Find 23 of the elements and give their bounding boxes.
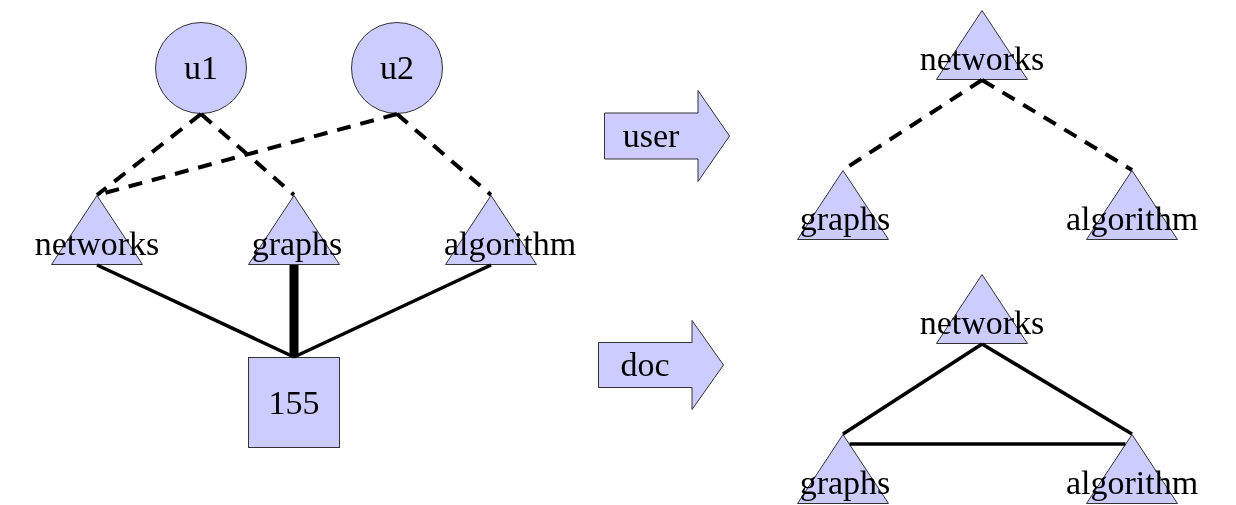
dashed-line	[95, 112, 203, 197]
node-label: networks	[919, 306, 1045, 340]
node-label: 155	[268, 385, 320, 420]
node-label: algorithm	[1065, 202, 1199, 236]
connector-line	[289, 265, 299, 357]
node-label: u2	[380, 51, 414, 85]
node-label: networks	[919, 42, 1045, 76]
dashed-line	[199, 112, 296, 197]
node-label: doc	[620, 348, 670, 382]
dashed-line	[980, 78, 1134, 172]
node-label: graphs	[799, 466, 891, 500]
connector-line	[842, 342, 983, 436]
dashed-line	[395, 112, 493, 197]
connector-line	[849, 442, 1126, 446]
node-label: algorithm	[1065, 466, 1199, 500]
node-label: u1	[184, 51, 218, 85]
node-label: graphs	[251, 227, 343, 261]
node-label: networks	[34, 227, 160, 261]
node-label: user	[622, 119, 680, 153]
node-label: algorithm	[443, 227, 577, 261]
square-box	[248, 357, 340, 448]
node-label: graphs	[799, 202, 891, 236]
connector-line	[981, 342, 1133, 436]
